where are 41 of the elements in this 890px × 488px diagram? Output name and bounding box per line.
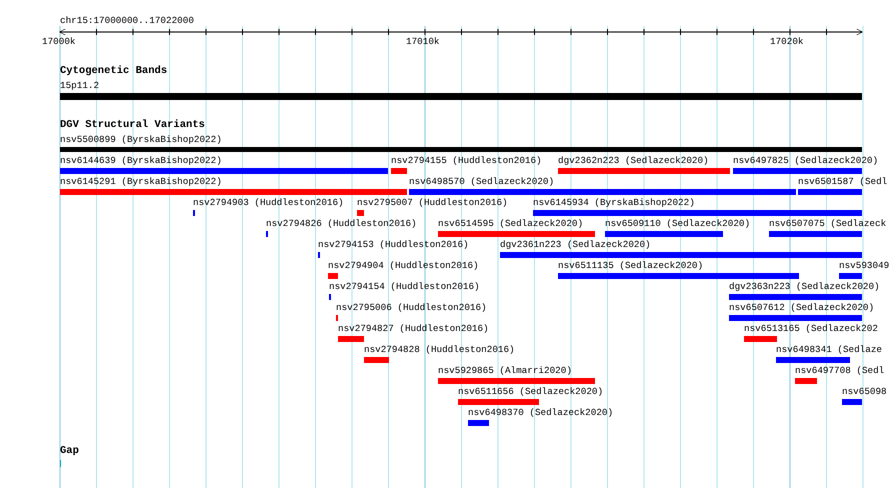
variant-label: dgv2362n223 (Sedlazeck2020) xyxy=(558,155,709,166)
variant-label: nsv6497825 (Sedlazeck2020) xyxy=(733,155,878,166)
track-heading: DGV Structural Variants xyxy=(60,120,205,131)
variant-label: nsv6498570 (Sedlazeck2020) xyxy=(409,176,554,187)
variant-label: nsv6498370 (Sedlazeck2020) xyxy=(468,407,614,418)
variant-label: nsv6501587 (Sedl xyxy=(798,176,888,187)
variant-label: dgv2363n223 (Sedlazeck2020) xyxy=(729,281,880,292)
track-heading: Cytogenetic Bands xyxy=(60,66,168,77)
ruler-tick-label: 17010k xyxy=(406,36,440,47)
variant-label: nsv6513165 (Sedlazeck202 xyxy=(744,323,878,334)
band-label: 15p11.2 xyxy=(60,80,100,91)
ruler-tick-label: 17000k xyxy=(42,36,76,47)
variant-label: nsv593049 xyxy=(839,260,890,271)
variant-label: nsv6511135 (Sedlazeck2020) xyxy=(558,260,704,271)
variant-label: nsv2794153 (Huddleston2016) xyxy=(318,239,469,250)
variant-label: nsv6511656 (Sedlazeck2020) xyxy=(458,386,604,397)
region-label: chr15:17000000..17022000 xyxy=(60,15,194,26)
variant-label: nsv2794154 (Huddleston2016) xyxy=(329,281,480,292)
variant-label: nsv5500899 (ByrskaBishop2022) xyxy=(60,134,222,145)
variant-label: nsv6509110 (Sedlazeck2020) xyxy=(605,218,750,229)
variant-label: nsv2794155 (Huddleston2016) xyxy=(391,155,542,166)
ruler-tick-label: 17020k xyxy=(770,36,804,47)
variant-label: nsv2795007 (Huddleston2016) xyxy=(357,197,508,208)
variant-label: nsv6498341 (Sedlaze xyxy=(776,344,882,355)
variant-label: nsv2794826 (Huddleston2016) xyxy=(266,218,417,229)
variant-label: nsv6514595 (Sedlazeck2020) xyxy=(438,218,584,229)
variant-label: nsv6507075 (Sedlazeck xyxy=(769,218,886,229)
variant-label: nsv6507612 (Sedlazeck2020) xyxy=(729,302,874,313)
variant-label: nsv2794827 (Huddleston2016) xyxy=(338,323,489,334)
variant-label: nsv6145934 (ByrskaBishop2022) xyxy=(533,197,695,208)
variant-label: nsv5929865 (Almarri2020) xyxy=(438,365,572,376)
variant-label: nsv6144639 (ByrskaBishop2022) xyxy=(60,155,222,166)
variant-label: nsv2795006 (Huddleston2016) xyxy=(336,302,487,313)
variant-label: nsv65098 xyxy=(842,386,887,397)
variant-label: dgv2361n223 (Sedlazeck2020) xyxy=(500,239,651,250)
variant-label: nsv2794904 (Huddleston2016) xyxy=(328,260,479,271)
variant-label: nsv6497708 (Sedl xyxy=(795,365,884,376)
variant-label: nsv6145291 (ByrskaBishop2022) xyxy=(60,176,222,187)
variant-label: nsv2794903 (Huddleston2016) xyxy=(193,197,344,208)
variant-label: nsv2794828 (Huddleston2016) xyxy=(364,344,515,355)
track-heading: Gap xyxy=(60,446,79,457)
